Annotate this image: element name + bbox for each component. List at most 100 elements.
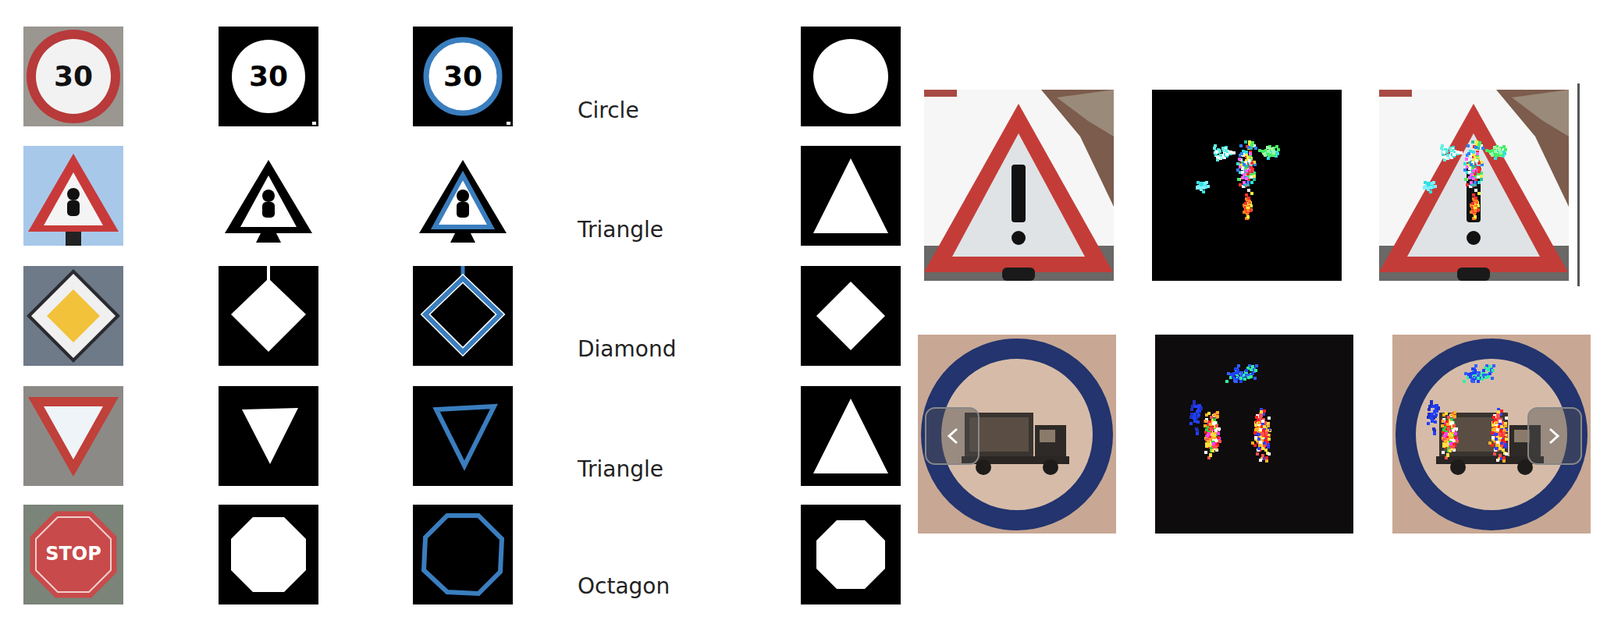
saliency-pixel	[1475, 199, 1479, 203]
saliency-pixel	[1485, 149, 1489, 153]
saliency-pixel	[1211, 449, 1215, 453]
saliency-pixel	[1237, 157, 1241, 161]
saliency-pixel	[1249, 208, 1253, 212]
saliency-pixel	[1199, 407, 1203, 411]
saliency-pixel	[1240, 371, 1244, 375]
saliency-pixel	[1453, 415, 1457, 419]
saliency-pixel	[1453, 411, 1457, 415]
saliency-pixel	[1266, 424, 1270, 428]
saliency-pixel	[1242, 173, 1246, 177]
saliency-pixel	[1486, 375, 1490, 379]
saliency-pixel	[1212, 445, 1216, 449]
saliency-pixel	[1244, 202, 1248, 206]
saliency-pixel	[1491, 423, 1495, 427]
saliency-pixel	[1265, 459, 1269, 463]
saliency-pixel	[1257, 421, 1261, 425]
shape-label: Circle	[577, 98, 640, 124]
saliency-pixel	[1494, 437, 1498, 441]
saliency-pixel	[1503, 152, 1507, 156]
saliency-pixel	[1500, 425, 1504, 429]
saliency-pixel	[1441, 419, 1445, 424]
saliency-pixel	[1498, 447, 1502, 451]
saliency-pixel	[1503, 152, 1507, 156]
shape-label: Diamond	[577, 337, 676, 363]
saliency-pixel	[1244, 169, 1248, 173]
saliency-pixel	[1253, 376, 1257, 381]
saliency-pixel	[1242, 163, 1246, 167]
saliency-pixel	[1443, 440, 1448, 444]
saliency-pixel	[1193, 419, 1197, 424]
saliency-pixel	[1476, 162, 1480, 166]
saliency-pixel	[1270, 148, 1274, 152]
saliency-pixel	[1229, 150, 1233, 154]
saliency-pixel	[1497, 148, 1501, 152]
saliency-pixel	[1224, 149, 1228, 153]
saliency-pixel	[1474, 364, 1478, 368]
saliency-pixel	[1444, 412, 1448, 416]
saliency-pixel	[1206, 184, 1210, 189]
saliency-pixel	[1474, 196, 1478, 200]
saliency-pixel	[1445, 444, 1449, 448]
saliency-pixel	[1216, 436, 1220, 440]
saliency-pixel	[1495, 444, 1499, 448]
saliency-pixel	[1265, 431, 1269, 435]
saliency-pixel	[1249, 375, 1253, 379]
saliency-pixel	[1245, 206, 1249, 210]
saliency-pixel	[1477, 143, 1481, 147]
saliency-pixel	[1248, 199, 1252, 203]
saliency-pixel	[1250, 143, 1254, 147]
saliency-pixel	[1261, 454, 1265, 458]
saliency-pixel	[1254, 436, 1258, 440]
saliency-pixel	[1208, 423, 1213, 427]
saliency-pixel	[1240, 152, 1244, 156]
carousel-next-button	[1528, 408, 1582, 465]
saliency-pixel	[1245, 209, 1249, 214]
saliency-pixel	[1434, 413, 1438, 417]
saliency-pixel	[1471, 140, 1475, 144]
saliency-pixel	[1248, 152, 1252, 156]
saliency-pixel	[1491, 432, 1495, 436]
contour-overlay	[412, 266, 513, 367]
saliency-pixel	[1486, 368, 1490, 372]
sign-word: STOP	[45, 544, 102, 566]
saliency-pixel	[1224, 153, 1228, 157]
saliency-pixel	[1477, 192, 1481, 196]
saliency-pixel	[1251, 365, 1255, 369]
saliency-pixel	[1249, 175, 1253, 179]
saliency-pixel	[1491, 428, 1495, 432]
saliency-pixel	[1209, 433, 1213, 437]
saliency-pixel	[1467, 152, 1471, 156]
saliency-pixel	[1209, 427, 1213, 431]
saliency-pixel	[1432, 432, 1437, 436]
saliency-pixel	[1504, 416, 1508, 420]
saliency-pixel	[1247, 146, 1251, 150]
binary-mask	[218, 26, 319, 127]
saliency-pixel	[1244, 202, 1248, 207]
saliency-pixel	[1446, 423, 1450, 427]
saliency-pixel	[1427, 412, 1431, 416]
template-shape	[800, 145, 901, 246]
saliency-pixel	[1446, 453, 1450, 457]
saliency-pixel	[1247, 145, 1251, 150]
saliency-pixel	[1452, 152, 1456, 157]
saliency-pixel	[1218, 440, 1222, 444]
saliency-pixel	[1427, 408, 1431, 412]
saliency-pixel	[1441, 419, 1445, 424]
saliency-pixel	[1210, 433, 1214, 437]
saliency-pixel	[1504, 148, 1508, 152]
saliency-pixel	[1242, 210, 1246, 214]
saliency-pixel	[1267, 437, 1271, 441]
saliency-pixel	[1447, 433, 1451, 437]
saliency-pixel	[1198, 404, 1202, 408]
contour-overlay	[412, 26, 513, 127]
saliency-pixel	[1239, 144, 1243, 148]
saliency-pixel	[1208, 454, 1213, 458]
saliency-pixel	[1451, 153, 1455, 157]
saliency-pixel	[1447, 427, 1451, 431]
saliency-pixel	[1247, 196, 1251, 200]
saliency-pixel	[1496, 416, 1500, 420]
saliency-pixel	[1476, 162, 1480, 166]
saliency-pixel	[1237, 364, 1241, 368]
saliency-pixel	[1255, 364, 1259, 368]
